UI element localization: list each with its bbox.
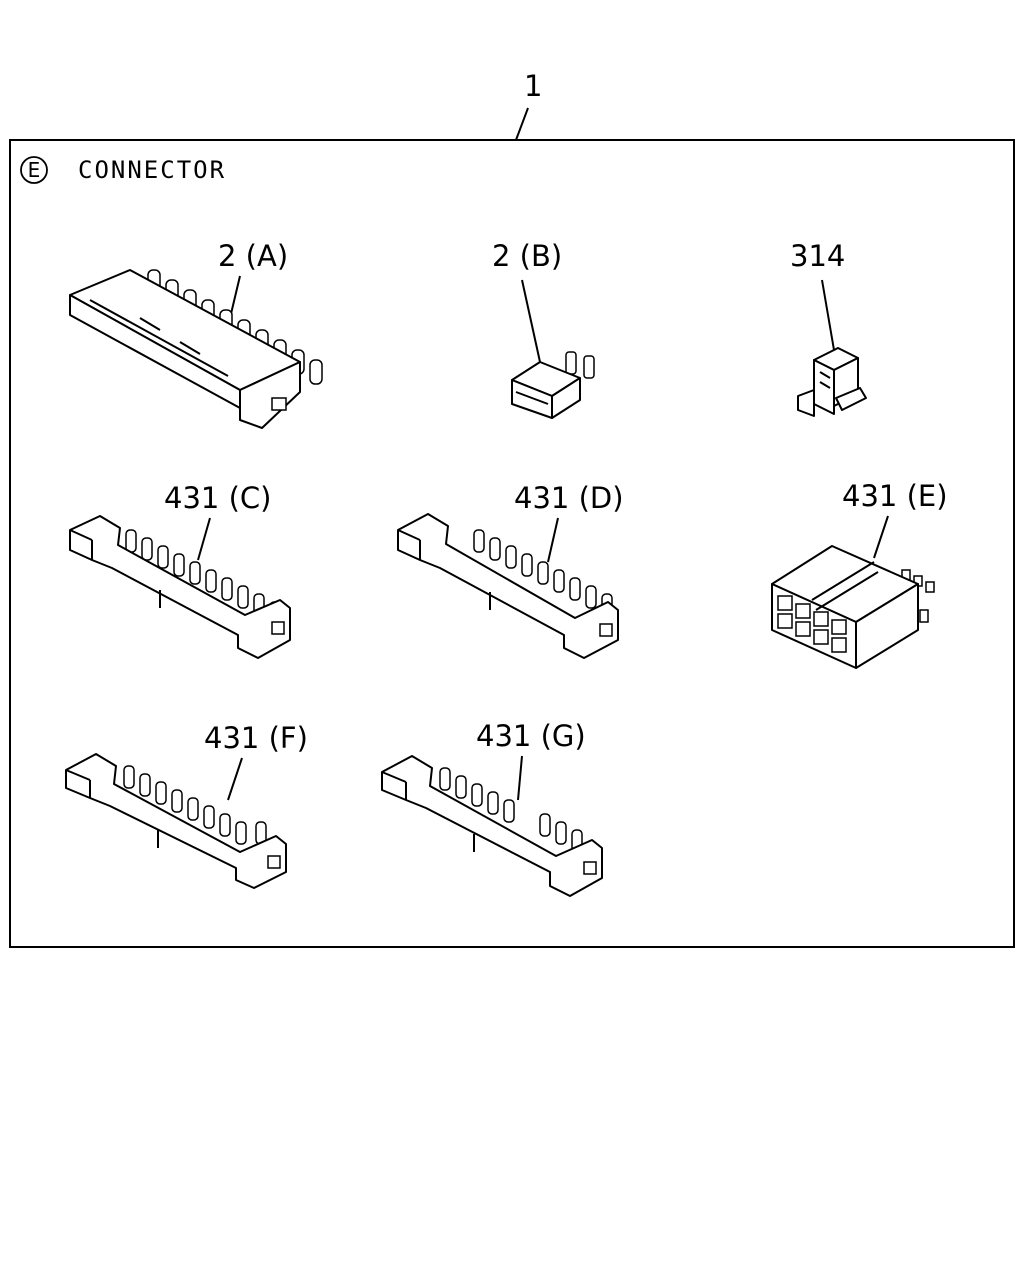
part-314-leader (821, 279, 835, 351)
part-431e-label: 431 (E) (842, 479, 948, 513)
connector-housing-long-icon (69, 515, 291, 659)
connector-box-multi-pin-icon (771, 545, 935, 669)
part-314: 314 (790, 239, 867, 417)
section-badge-circle (20, 156, 48, 184)
part-431d: 431 (D) (397, 481, 624, 659)
connector-clip-icon (797, 347, 867, 417)
part-2b-label: 2 (B) (492, 239, 562, 273)
part-431f: 431 (F) (65, 721, 308, 889)
connector-small-block-icon (511, 351, 595, 419)
part-431d-leader (547, 517, 559, 563)
part-431g: 431 (G) (381, 719, 603, 897)
assembly-leader-line (515, 107, 529, 141)
part-431e: 431 (E) (771, 479, 948, 669)
part-431c-label: 431 (C) (164, 481, 271, 515)
assembly-callout-label: 1 (524, 69, 542, 103)
part-314-label: 314 (790, 239, 845, 273)
group-frame (9, 139, 1015, 948)
part-2b: 2 (B) (492, 239, 595, 419)
part-431g-leader (517, 755, 523, 801)
part-2a-leader (229, 275, 241, 319)
part-431e-leader (873, 515, 889, 559)
section-title: CONNECTOR (78, 156, 226, 184)
connector-flat-strip-icon (69, 269, 323, 429)
connector-housing-long-icon (381, 755, 603, 897)
section-badge-letter: E (28, 158, 41, 182)
part-431f-leader (227, 757, 243, 801)
connector-housing-long-icon (65, 753, 287, 889)
part-2b-leader (521, 279, 541, 363)
part-431c-leader (197, 517, 211, 561)
part-431g-label: 431 (G) (476, 719, 586, 753)
part-2a: 2 (A) (69, 239, 323, 429)
part-431d-label: 431 (D) (514, 481, 624, 515)
part-2a-label: 2 (A) (218, 239, 288, 273)
connector-housing-long-icon (397, 513, 619, 659)
part-431c: 431 (C) (69, 481, 291, 659)
part-431f-label: 431 (F) (204, 721, 308, 755)
